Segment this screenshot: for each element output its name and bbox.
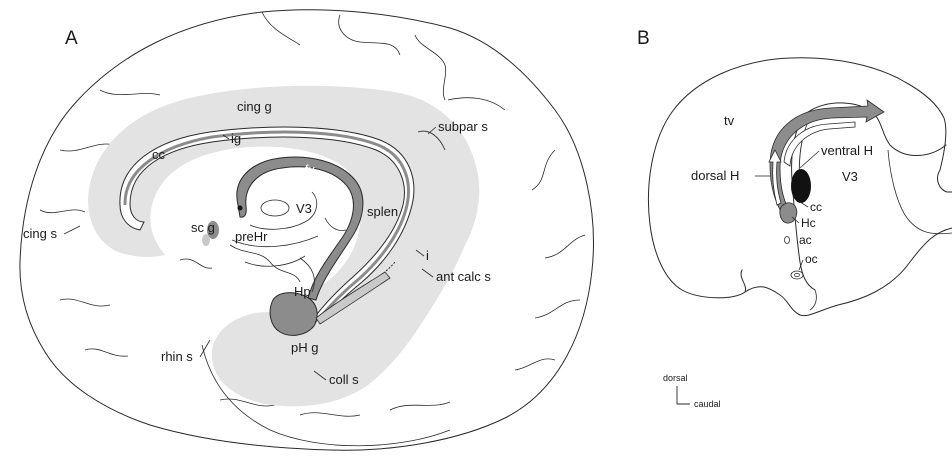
label-rhin-s: rhin s: [161, 349, 193, 364]
brainstem-outline: [938, 170, 952, 192]
label-v3-b: V3: [842, 169, 858, 184]
label-tv: tv: [724, 113, 735, 128]
leader-ventral-h: [800, 151, 819, 168]
orientation-dorsal: dorsal: [663, 373, 688, 383]
anterior-commissure-ellipse: [785, 237, 790, 244]
diencephalon-inner-line: [888, 150, 952, 234]
leader-cc-b: [800, 202, 808, 207]
label-cing-g: cing g: [237, 99, 272, 114]
label-prehr: preHr: [235, 229, 268, 244]
label-cing-s: cing s: [23, 226, 57, 241]
panel-a: A cing g ig cc fx V3 splen subpar s cing…: [20, 10, 594, 450]
label-sc-g: sc g: [191, 220, 215, 235]
panel-a-letter: A: [65, 28, 78, 49]
leader-rhin-s: [200, 340, 210, 357]
label-hp: Hp: [294, 284, 311, 299]
label-oc: oc: [805, 252, 818, 266]
lamina-terminalis-line: [810, 290, 816, 310]
label-ig: ig: [231, 131, 241, 146]
label-i: i: [426, 248, 429, 263]
panel-b: B tv ventral H dorsal H V3 cc Hc ac oc d…: [637, 28, 952, 409]
label-coll-s: coll s: [329, 372, 359, 387]
subcallosal-accent: [202, 234, 210, 246]
panel-b-letter: B: [637, 28, 650, 49]
label-dorsal-h: dorsal H: [691, 168, 739, 183]
orientation-indicator: dorsal caudal: [663, 373, 721, 409]
optic-chiasm-ellipse: [791, 271, 803, 279]
label-v3: V3: [296, 201, 312, 216]
label-fx: fx: [305, 162, 316, 177]
label-hc: Hc: [801, 216, 816, 230]
hippocampal-commissure-shading: [780, 203, 797, 223]
label-ph-g: pH g: [291, 340, 318, 355]
hippocampus: [270, 293, 317, 336]
anterior-commissure-dot: [238, 206, 243, 211]
label-ventral-h: ventral H: [821, 143, 873, 158]
label-ant-calc-s: ant calc s: [436, 269, 491, 284]
optic-chiasm-inner: [795, 273, 800, 276]
label-cc-b: cc: [810, 200, 822, 214]
label-cc: cc: [152, 147, 166, 162]
orientation-axes: [677, 386, 690, 404]
label-ac: ac: [799, 233, 812, 247]
label-subpar-s: subpar s: [438, 119, 488, 134]
ventral-h-dark-region: [791, 169, 811, 203]
leader-cing-s: [64, 226, 80, 234]
diencephalon-lower-outline: [745, 228, 952, 316]
label-splen: splen: [367, 204, 398, 219]
orientation-caudal: caudal: [694, 399, 721, 409]
